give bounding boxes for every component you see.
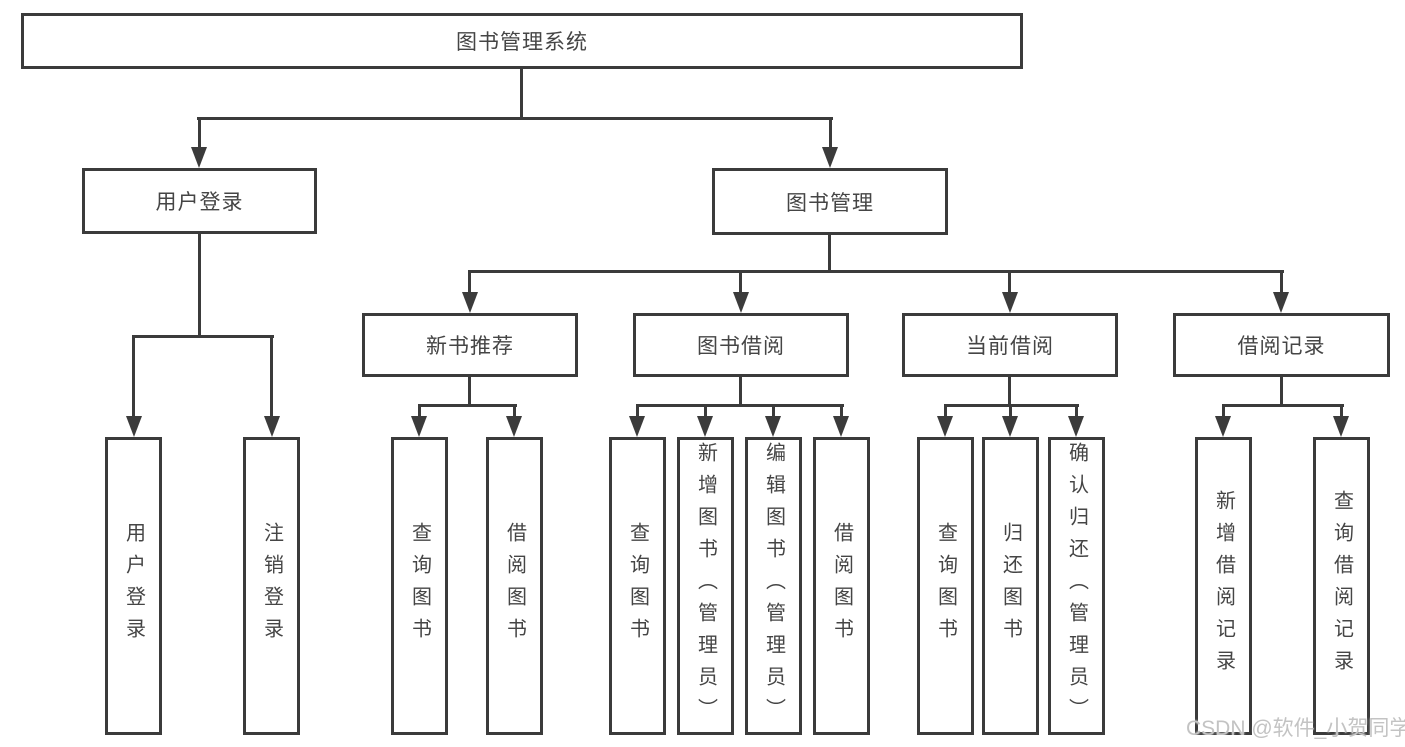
arrowhead-sec1-leaf-2 xyxy=(506,416,522,437)
connector-drop-sec1-leaf-1 xyxy=(418,404,421,418)
leaf-recommend-borrow-books: 借阅图书 xyxy=(486,437,543,735)
node-borrow-record: 借阅记录 xyxy=(1173,313,1390,377)
node-new-book-recommend: 新书推荐 xyxy=(362,313,578,377)
arrowhead-sec3-leaf-1 xyxy=(937,416,953,437)
connector-drop-login-leaf-1 xyxy=(132,335,135,418)
connector-drop-sec-1 xyxy=(468,270,471,295)
arrowhead-sec-3 xyxy=(1002,292,1018,313)
connector-sec4-rail xyxy=(1222,404,1344,407)
arrowhead-login-leaf-1 xyxy=(126,416,142,437)
leaf-add-books-admin: 新增图书（管理员） xyxy=(677,437,734,735)
node-new-book-recommend-label: 新书推荐 xyxy=(426,335,514,358)
leaf-add-borrow-record-label: 新增借阅记录 xyxy=(1212,490,1235,682)
arrowhead-down-mgmt xyxy=(822,147,838,168)
arrowhead-down-login xyxy=(191,147,207,168)
connector-drop-sec3-leaf-1 xyxy=(944,404,947,418)
connector-sec4-stem xyxy=(1280,375,1283,407)
leaf-edit-books-admin-label: 编辑图书（管理员） xyxy=(762,442,785,730)
leaf-add-books-admin-label: 新增图书（管理员） xyxy=(694,442,717,730)
arrowhead-sec1-leaf-1 xyxy=(411,416,427,437)
node-book-mgmt-label: 图书管理 xyxy=(786,191,874,215)
arrowhead-sec3-leaf-3 xyxy=(1068,416,1084,437)
node-borrow-record-label: 借阅记录 xyxy=(1237,335,1326,358)
arrowhead-login-leaf-2 xyxy=(264,416,280,437)
connector-sec2-stem xyxy=(739,375,742,407)
arrowhead-sec2-leaf-2 xyxy=(697,416,713,437)
connector-drop-sec-3 xyxy=(1008,270,1011,295)
connector-drop-mgmt xyxy=(829,117,832,149)
leaf-query-borrow-record: 查询借阅记录 xyxy=(1313,437,1370,735)
node-root: 图书管理系统 xyxy=(21,13,1023,69)
arrowhead-sec4-leaf-2 xyxy=(1333,416,1349,437)
arrowhead-sec4-leaf-1 xyxy=(1215,416,1231,437)
connector-drop-sec2-leaf-2 xyxy=(704,404,707,418)
connector-drop-sec4-leaf-1 xyxy=(1222,404,1225,418)
arrowhead-sec-1 xyxy=(462,292,478,313)
connector-login-stem xyxy=(198,232,201,338)
arrowhead-sec-4 xyxy=(1273,292,1289,313)
connector-sec1-rail xyxy=(418,404,517,407)
connector-drop-sec2-leaf-3 xyxy=(772,404,775,418)
node-current-borrow: 当前借阅 xyxy=(902,313,1118,377)
leaf-add-borrow-record: 新增借阅记录 xyxy=(1195,437,1252,735)
leaf-logout-label: 注销登录 xyxy=(260,522,283,650)
node-user-login: 用户登录 xyxy=(82,168,317,234)
leaf-borrow-query-books-label: 查询图书 xyxy=(626,522,649,650)
arrowhead-sec-2 xyxy=(733,292,749,313)
arrowhead-sec2-leaf-3 xyxy=(765,416,781,437)
connector-sec1-stem xyxy=(468,375,471,407)
leaf-borrow-query-books: 查询图书 xyxy=(609,437,666,735)
leaf-return-books: 归还图书 xyxy=(982,437,1039,735)
leaf-confirm-return-admin-label: 确认归还（管理员） xyxy=(1065,442,1088,730)
arrowhead-sec2-leaf-4 xyxy=(833,416,849,437)
connector-login-rail xyxy=(132,335,274,338)
node-book-mgmt: 图书管理 xyxy=(712,168,948,235)
leaf-logout: 注销登录 xyxy=(243,437,300,735)
node-current-borrow-label: 当前借阅 xyxy=(966,335,1054,358)
node-book-borrow-label: 图书借阅 xyxy=(697,335,785,358)
connector-drop-sec2-leaf-4 xyxy=(840,404,843,418)
leaf-current-query-books: 查询图书 xyxy=(917,437,974,735)
connector-drop-sec3-leaf-2 xyxy=(1009,404,1012,418)
leaf-user-login-label: 用户登录 xyxy=(122,522,145,650)
node-book-borrow: 图书借阅 xyxy=(633,313,849,377)
connector-mgmt-stem xyxy=(828,233,831,273)
leaf-edit-books-admin: 编辑图书（管理员） xyxy=(745,437,802,735)
connector-drop-sec2-leaf-1 xyxy=(636,404,639,418)
connector-root-rail xyxy=(197,117,833,120)
node-user-login-label: 用户登录 xyxy=(155,191,244,214)
leaf-recommend-borrow-books-label: 借阅图书 xyxy=(503,522,526,650)
connector-drop-login xyxy=(198,117,201,149)
arrowhead-sec2-leaf-1 xyxy=(629,416,645,437)
leaf-return-books-label: 归还图书 xyxy=(999,522,1022,650)
connector-sec3-stem xyxy=(1008,375,1011,407)
csdn-watermark: CSDN @软件_小贺同学 xyxy=(1186,717,1405,740)
leaf-borrow-books: 借阅图书 xyxy=(813,437,870,735)
leaf-user-login: 用户登录 xyxy=(105,437,162,735)
arrowhead-sec3-leaf-2 xyxy=(1002,416,1018,437)
connector-drop-login-leaf-2 xyxy=(270,335,273,418)
connector-sec2-rail xyxy=(636,404,844,407)
connector-drop-sec-4 xyxy=(1280,270,1283,295)
connector-root-stem xyxy=(520,67,523,119)
leaf-borrow-books-label: 借阅图书 xyxy=(830,522,853,650)
leaf-current-query-books-label: 查询图书 xyxy=(934,522,957,650)
leaf-query-borrow-record-label: 查询借阅记录 xyxy=(1330,490,1353,682)
connector-drop-sec-2 xyxy=(739,270,742,295)
connector-drop-sec4-leaf-2 xyxy=(1340,404,1343,418)
node-root-label: 图书管理系统 xyxy=(456,31,588,54)
connector-drop-sec3-leaf-3 xyxy=(1075,404,1078,418)
connector-mgmt-rail xyxy=(468,270,1284,273)
leaf-confirm-return-admin: 确认归还（管理员） xyxy=(1048,437,1105,735)
leaf-recommend-query-books-label: 查询图书 xyxy=(408,522,431,650)
connector-drop-sec1-leaf-2 xyxy=(513,404,516,418)
leaf-recommend-query-books: 查询图书 xyxy=(391,437,448,735)
